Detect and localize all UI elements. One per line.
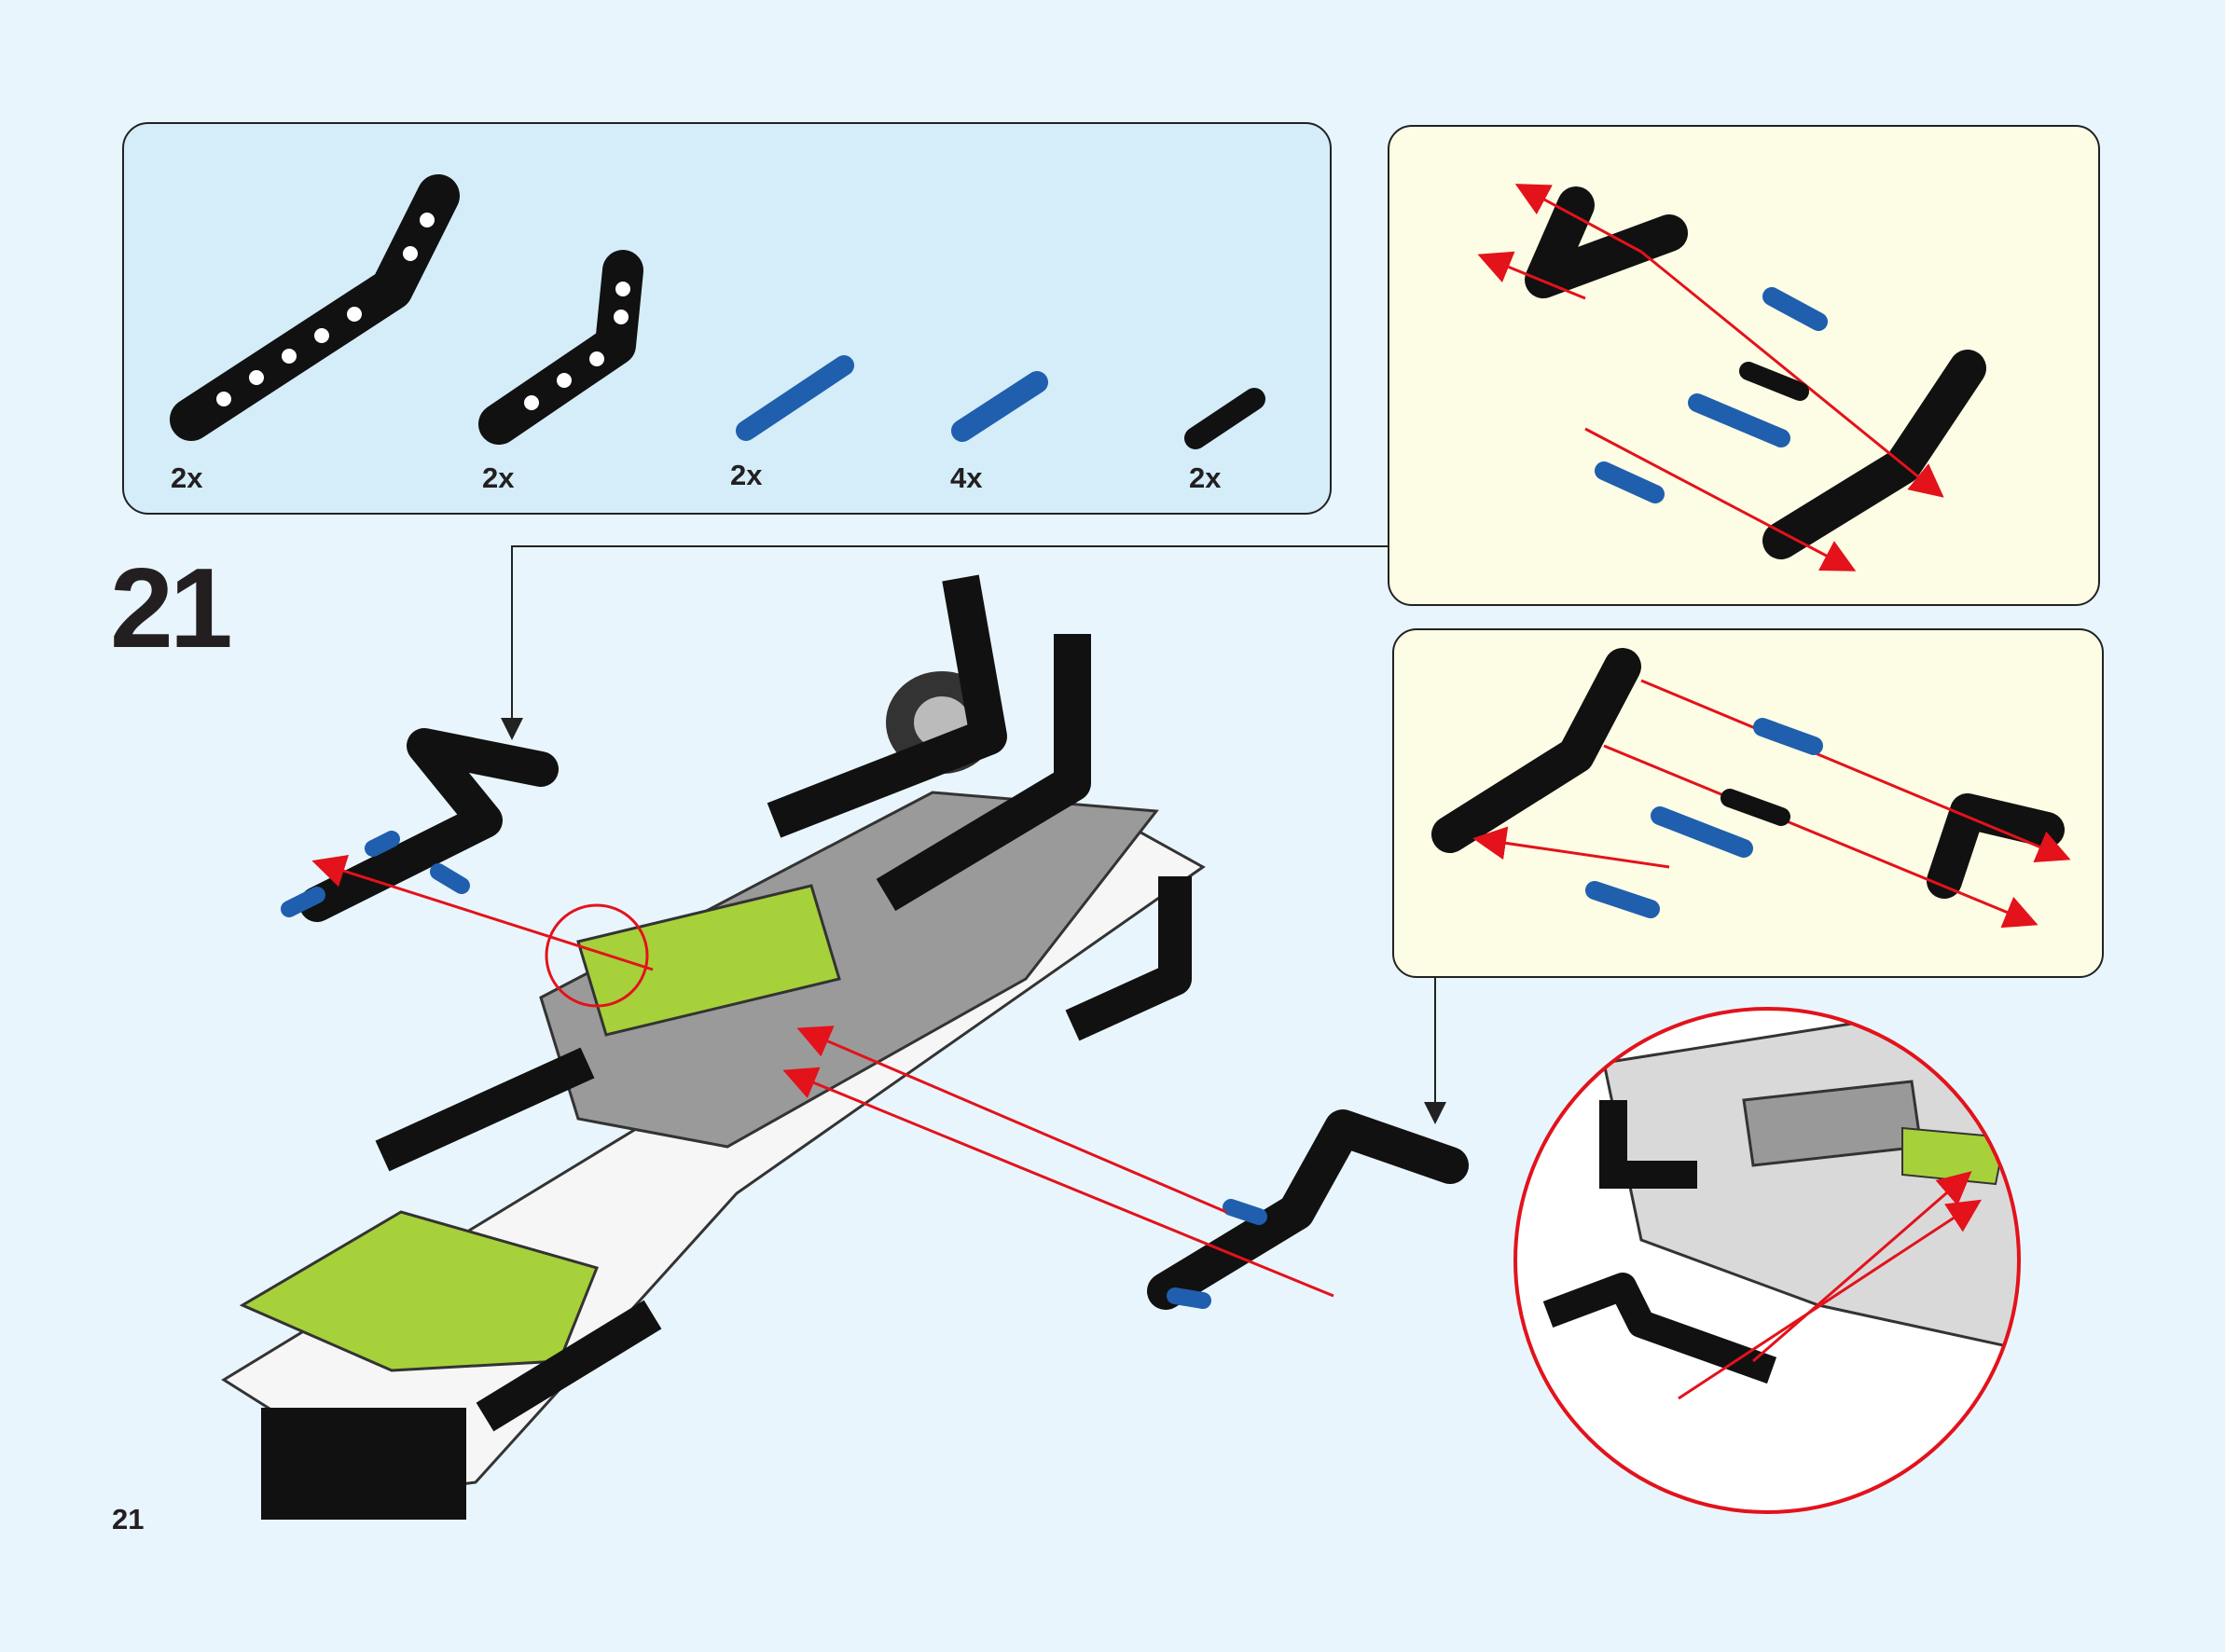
- part-blue-friction-pin: [951, 371, 1048, 442]
- part-bent-beam-long: [170, 174, 460, 441]
- main-model-drawing: [221, 574, 1469, 1520]
- part-quantity: 2x: [171, 461, 203, 494]
- step-number: 21: [110, 544, 233, 671]
- callout-line-1: [501, 545, 1388, 740]
- part-quantity: 4x: [950, 461, 983, 494]
- part-quantity: 2x: [730, 459, 763, 491]
- subassembly-2-drawing: [1431, 648, 2071, 929]
- part-quantity: 2x: [1189, 461, 1222, 494]
- detail-callout-circle: [1513, 1007, 2021, 1514]
- part-black-pin: [1184, 388, 1265, 449]
- part-blue-axle-pin: [736, 355, 854, 441]
- part-quantity: 2x: [482, 461, 515, 494]
- part-l-beam: [478, 250, 643, 445]
- page-number: 21: [112, 1503, 145, 1535]
- subassembly-1-drawing: [1477, 184, 1986, 571]
